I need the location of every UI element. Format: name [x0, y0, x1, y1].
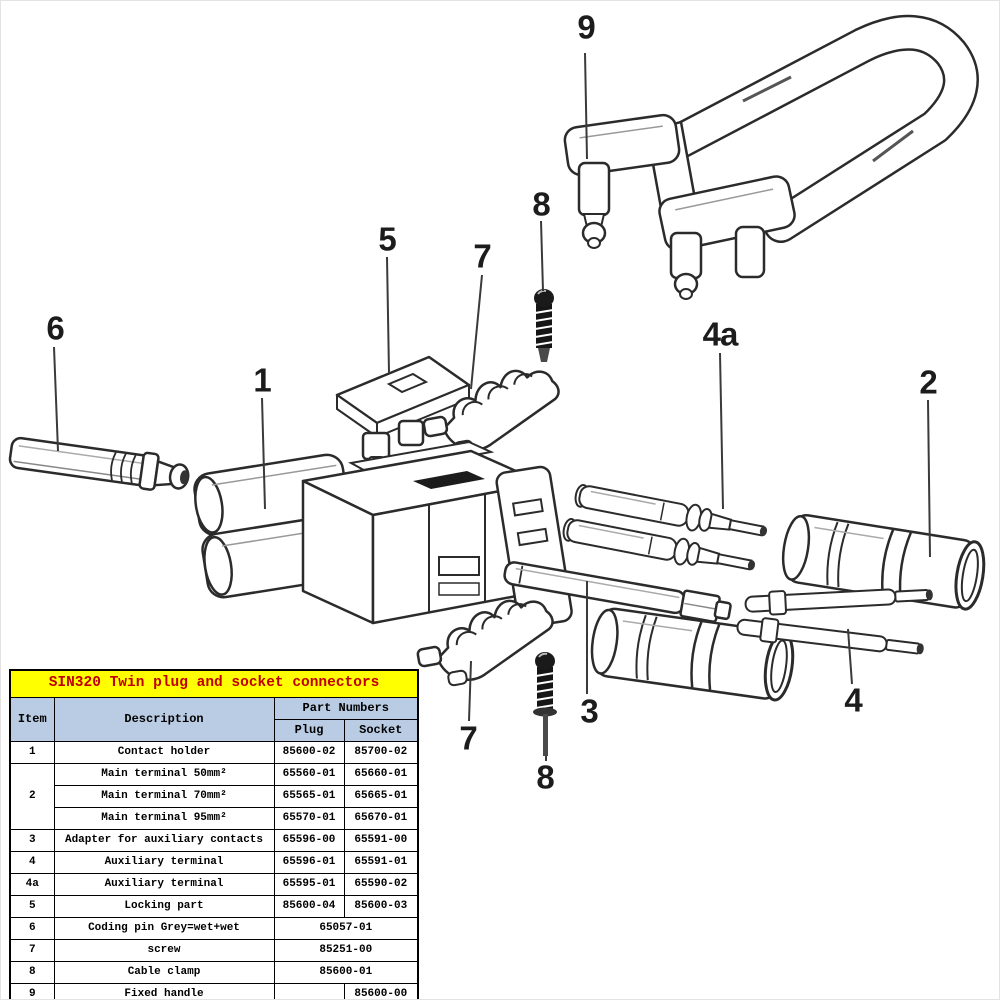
callout-5: 5 [378, 220, 396, 258]
table-row: 5 Locking part 85600-04 85600-03 [9, 895, 419, 918]
cell-socket: 85700-02 [343, 741, 419, 764]
cell-socket: 65660-01 [343, 763, 419, 786]
callout-7-bottom: 7 [459, 719, 477, 757]
cell-item: 7 [9, 939, 55, 962]
cell-socket: 85600-03 [343, 895, 419, 918]
table-row: 7 screw 85251-00 [9, 939, 419, 962]
table-row: Main terminal 95mm² 65570-01 65670-01 [10, 807, 419, 830]
cell-plug: 85600-04 [273, 895, 345, 918]
cell-description: Adapter for auxiliary contacts [53, 829, 275, 852]
coding-pin-drawing [8, 436, 190, 491]
cell-part-number: 85600-01 [273, 961, 419, 984]
cell-description: Coding pin Grey=wet+wet [53, 917, 275, 940]
cell-plug: 65596-00 [273, 829, 345, 852]
table-row: 3 Adapter for auxiliary contacts 65596-0… [9, 829, 419, 852]
cell-description: Fixed handle [53, 983, 275, 999]
cell-plug: 85600-02 [273, 741, 345, 764]
col-header-socket: Socket [343, 719, 419, 742]
callout-3: 3 [580, 692, 598, 730]
table-row: 2 Main terminal 50mm² 65560-01 65660-01 [9, 763, 419, 830]
col-header-plug: Plug [273, 719, 345, 742]
cell-socket: 65591-00 [343, 829, 419, 852]
fixed-handle-drawing [563, 14, 979, 300]
screw-top-drawing [534, 289, 554, 362]
cell-plug: 65570-01 [273, 807, 345, 830]
screw-bottom-drawing [533, 652, 557, 756]
cell-socket: 65670-01 [343, 807, 419, 830]
cell-item: 5 [9, 895, 55, 918]
cell-description: Auxiliary terminal [53, 873, 275, 896]
cell-description: screw [53, 939, 275, 962]
table-row: 8 Cable clamp 85600-01 [9, 961, 419, 984]
col-header-description: Description [53, 697, 275, 742]
callout-4a: 4a [702, 315, 739, 353]
cell-part-number: 65057-01 [273, 917, 419, 940]
callout-2: 2 [919, 363, 937, 401]
cell-description: Main terminal 50mm² [53, 763, 275, 786]
cell-item: 3 [9, 829, 55, 852]
table-title-row: SIN320 Twin plug and socket connectors [9, 669, 419, 698]
cell-plug [273, 983, 345, 999]
table-row: 9 Fixed handle 85600-00 [9, 983, 419, 999]
cell-socket: 65590-02 [343, 873, 419, 896]
cell-description: Contact holder [53, 741, 275, 764]
table-row: Main terminal 70mm² 65565-01 65665-01 [10, 785, 419, 808]
cell-description: Main terminal 95mm² [53, 807, 275, 830]
cell-plug: 65595-01 [273, 873, 345, 896]
leader-lines [53, 52, 931, 761]
contact-holder-drawing [193, 440, 573, 628]
cell-socket: 65591-01 [343, 851, 419, 874]
parts-table: SIN320 Twin plug and socket connectors I… [9, 669, 420, 999]
table-header-row-2: Plug Socket [10, 719, 419, 742]
cell-description: Locking part [53, 895, 275, 918]
cell-item: 2 [9, 763, 55, 830]
col-header-part-numbers: Part Numbers [273, 697, 419, 720]
table-title: SIN320 Twin plug and socket connectors [9, 669, 419, 698]
callout-1: 1 [253, 361, 271, 399]
cell-socket: 85600-00 [343, 983, 419, 999]
cell-description: Main terminal 70mm² [53, 785, 275, 808]
callout-4: 4 [844, 681, 862, 719]
table-header-row-1: Item Description Part Numbers [9, 697, 419, 742]
adapter-drawing [503, 561, 732, 623]
cell-part-number: 85251-00 [273, 939, 419, 962]
cell-description: Auxiliary terminal [53, 851, 275, 874]
cell-item: 6 [9, 917, 55, 940]
cell-item: 8 [9, 961, 55, 984]
col-header-item: Item [9, 697, 55, 742]
callout-8-bottom: 8 [536, 758, 554, 796]
cell-plug: 65565-01 [273, 785, 345, 808]
table-row: 4 Auxiliary terminal 65596-01 65591-01 [9, 851, 419, 874]
table-row: 4a Auxiliary terminal 65595-01 65590-02 [9, 873, 419, 896]
callout-8-top: 8 [532, 185, 550, 223]
cell-item: 9 [9, 983, 55, 999]
callout-7-top: 7 [473, 237, 491, 275]
cell-item: 4 [9, 851, 55, 874]
table-row: 1 Contact holder 85600-02 85700-02 [9, 741, 419, 764]
cell-plug: 65560-01 [273, 763, 345, 786]
callout-9: 9 [577, 8, 595, 46]
callout-6: 6 [46, 309, 64, 347]
cell-item: 1 [9, 741, 55, 764]
cell-item: 4a [9, 873, 55, 896]
cell-plug: 65596-01 [273, 851, 345, 874]
cell-socket: 65665-01 [343, 785, 419, 808]
table-row: 6 Coding pin Grey=wet+wet 65057-01 [9, 917, 419, 940]
cell-description: Cable clamp [53, 961, 275, 984]
